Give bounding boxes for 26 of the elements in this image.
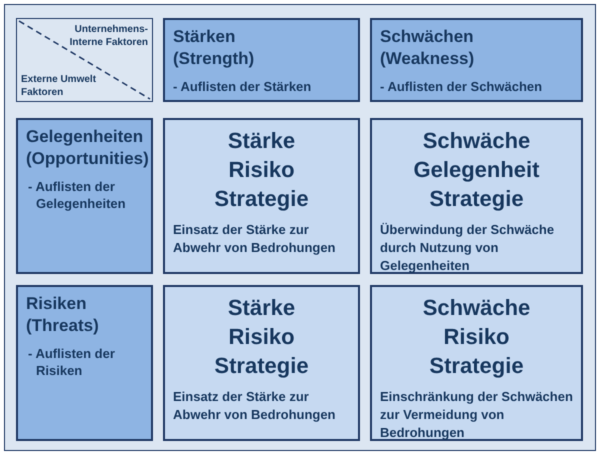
- cell-heading: Risiken (Threats): [26, 293, 99, 337]
- header-cell: [370, 18, 583, 102]
- cell-text: Einsatz der Stärke zur Abwehr von Bedrohungen: [173, 388, 336, 424]
- cell-text: - Auflisten der Gelegenheiten: [27, 178, 127, 212]
- cell-heading: Stärke Risiko Strategie: [214, 294, 309, 380]
- strategy-cell: [163, 118, 360, 274]
- cell-heading: Schwäche Gelegenheit Strategie: [414, 127, 540, 213]
- cell-text: Überwindung der Schwäche durch Nutzung von Gelegenheiten: [380, 221, 556, 275]
- cell-heading: Stärken (Strength): [173, 26, 254, 70]
- cell-heading: Schwächen (Weakness): [380, 26, 474, 70]
- header-cell: [16, 285, 153, 441]
- strategy-cell: [370, 285, 583, 441]
- cell-heading: Gelegenheiten (Opportunities): [26, 126, 149, 170]
- cell-text: - Auflisten der Risiken: [27, 345, 116, 379]
- cell-text: - Auflisten der Schwächen: [380, 78, 544, 95]
- axis-label: Externe Umwelt Faktoren: [21, 73, 98, 99]
- cell-heading: Schwäche Risiko Strategie: [422, 294, 530, 380]
- cell-text: - Auflisten der Stärken: [173, 78, 312, 95]
- axis-label: Unternehmens-Interne Faktoren: [68, 23, 148, 49]
- strategy-cell: [163, 285, 360, 441]
- header-cell: [163, 18, 360, 102]
- cell-heading: Stärke Risiko Strategie: [214, 127, 309, 213]
- header-cell: [16, 118, 153, 274]
- cell-text: Einsatz der Stärke zur Abwehr von Bedrohungen: [173, 221, 336, 257]
- cell-text: Einschränkung der Schwächen zur Vermeidung von Bedrohungen: [380, 388, 573, 442]
- strategy-cell: [370, 118, 583, 274]
